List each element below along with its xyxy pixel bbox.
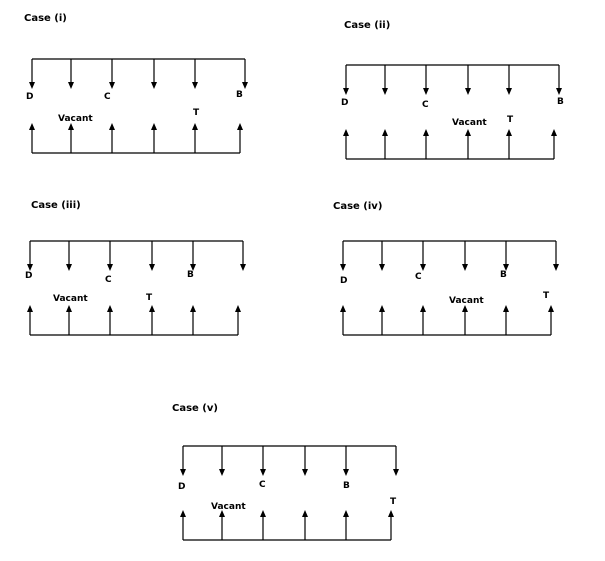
up-arrow-head — [420, 305, 426, 312]
case-5-label-vacant: Vacant — [211, 502, 246, 512]
up-arrow-head — [66, 305, 72, 312]
case-3-title: Case (iii) — [31, 200, 81, 211]
down-arrow-head — [343, 88, 349, 95]
case-2-label-t: T — [507, 115, 514, 125]
case-2-label-b: B — [557, 97, 564, 107]
up-arrow-head — [29, 123, 35, 130]
down-arrow-head — [503, 264, 509, 271]
down-arrow-head — [302, 469, 308, 476]
up-arrow-head — [343, 510, 349, 517]
down-arrow-head — [68, 82, 74, 89]
case-1-title: Case (i) — [24, 13, 67, 24]
case-5-label-d: D — [178, 482, 186, 492]
down-arrow-head — [27, 264, 33, 271]
case-5-diagram — [180, 445, 399, 541]
up-arrow-head — [260, 510, 266, 517]
up-arrow-head — [503, 305, 509, 312]
case-5-title: Case (v) — [172, 403, 218, 414]
down-arrow-head — [242, 82, 248, 89]
down-arrow-head — [109, 82, 115, 89]
down-arrow-head — [149, 264, 155, 271]
down-arrow-head — [423, 88, 429, 95]
down-arrow-head — [219, 469, 225, 476]
case-3-label-t: T — [146, 293, 153, 303]
case-4-title: Case (iv) — [333, 201, 383, 212]
up-arrow-head — [548, 305, 554, 312]
down-arrow-head — [379, 264, 385, 271]
case-1-label-vacant: Vacant — [58, 114, 93, 124]
up-arrow-head — [109, 123, 115, 130]
up-arrow-head — [235, 305, 241, 312]
down-arrow-head — [420, 264, 426, 271]
down-arrow-head — [462, 264, 468, 271]
case-4-label-b: B — [500, 270, 507, 280]
down-arrow-head — [107, 264, 113, 271]
case-3-label-d: D — [25, 271, 33, 281]
case-5-label-b: B — [343, 481, 350, 491]
case-1-label-c: C — [104, 92, 111, 102]
up-arrow-head — [379, 305, 385, 312]
up-arrow-head — [68, 123, 74, 130]
case-5-label-c: C — [259, 480, 266, 490]
up-arrow-head — [506, 129, 512, 136]
case-3-diagram — [27, 240, 246, 336]
case-1-label-b: B — [236, 90, 243, 100]
case-2-label-c: C — [422, 100, 429, 110]
case-2-label-d: D — [341, 98, 349, 108]
up-arrow-head — [340, 305, 346, 312]
case-1-label-d: D — [26, 92, 34, 102]
up-arrow-head — [343, 129, 349, 136]
up-arrow-head — [382, 129, 388, 136]
up-arrow-head — [219, 510, 225, 517]
up-arrow-head — [388, 510, 394, 517]
case-4-diagram — [340, 240, 559, 336]
down-arrow-head — [340, 264, 346, 271]
down-arrow-head — [180, 469, 186, 476]
up-arrow-head — [107, 305, 113, 312]
up-arrow-head — [149, 305, 155, 312]
up-arrow-head — [465, 129, 471, 136]
case-4-label-d: D — [340, 276, 348, 286]
up-arrow-head — [423, 129, 429, 136]
case-2-label-vacant: Vacant — [452, 118, 487, 128]
case-3-label-c: C — [105, 275, 112, 285]
up-arrow-head — [462, 305, 468, 312]
down-arrow-head — [260, 469, 266, 476]
up-arrow-head — [151, 123, 157, 130]
down-arrow-head — [190, 264, 196, 271]
case-1-label-t: T — [193, 108, 200, 118]
case-3-label-vacant: Vacant — [53, 294, 88, 304]
up-arrow-head — [302, 510, 308, 517]
down-arrow-head — [553, 264, 559, 271]
up-arrow-head — [190, 305, 196, 312]
down-arrow-head — [506, 88, 512, 95]
down-arrow-head — [382, 88, 388, 95]
up-arrow-head — [192, 123, 198, 130]
down-arrow-head — [151, 82, 157, 89]
down-arrow-head — [343, 469, 349, 476]
down-arrow-head — [29, 82, 35, 89]
case-2-title: Case (ii) — [344, 20, 391, 31]
down-arrow-head — [393, 469, 399, 476]
case-5-label-t: T — [390, 497, 397, 507]
up-arrow-head — [180, 510, 186, 517]
down-arrow-head — [465, 88, 471, 95]
case-4-label-t: T — [543, 291, 550, 301]
up-arrow-head — [27, 305, 33, 312]
down-arrow-head — [192, 82, 198, 89]
case-4-label-c: C — [415, 272, 422, 282]
case-1-diagram — [29, 58, 248, 154]
case-4-label-vacant: Vacant — [449, 296, 484, 306]
up-arrow-head — [551, 129, 557, 136]
down-arrow-head — [556, 88, 562, 95]
down-arrow-head — [240, 264, 246, 271]
down-arrow-head — [66, 264, 72, 271]
up-arrow-head — [237, 123, 243, 130]
case-3-label-b: B — [187, 270, 194, 280]
case-2-diagram — [343, 64, 562, 160]
